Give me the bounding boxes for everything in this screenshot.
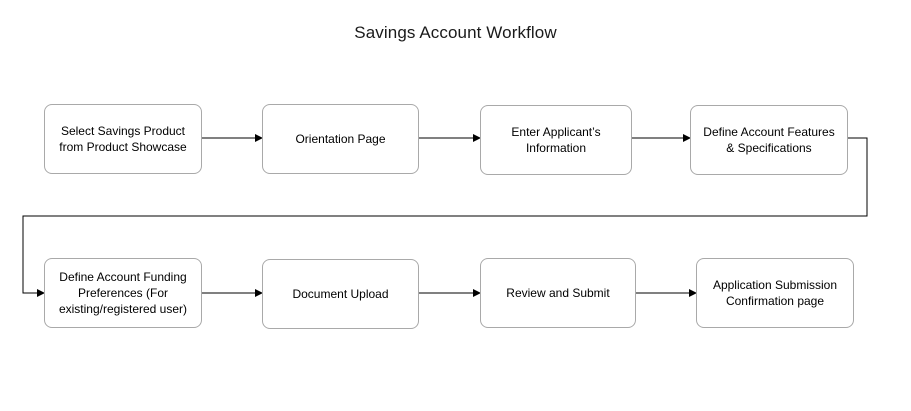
- step-enter-applicant-information: Enter Applicant’s Information: [480, 105, 632, 175]
- step-define-account-funding: Define Account Funding Preferences (For …: [44, 258, 202, 328]
- step-define-account-features: Define Account Features & Specifications: [690, 105, 848, 175]
- step-label: Define Account Features & Specifications: [703, 125, 835, 155]
- step-label: Define Account Funding Preferences (For …: [58, 270, 188, 316]
- step-orientation-page: Orientation Page: [262, 104, 419, 174]
- step-label: Select Savings Product from Product Show…: [59, 124, 187, 154]
- step-label: Enter Applicant’s Information: [511, 125, 601, 155]
- step-document-upload: Document Upload: [262, 259, 419, 329]
- step-review-and-submit: Review and Submit: [480, 258, 636, 328]
- diagram-title: Savings Account Workflow: [354, 23, 557, 42]
- step-label: Document Upload: [292, 287, 389, 301]
- step-label: Orientation Page: [295, 132, 386, 146]
- arrow-step4-to-step5: [22, 137, 868, 297]
- step-label: Application Submission Confirmation page: [712, 278, 838, 308]
- step-select-savings-product: Select Savings Product from Product Show…: [44, 104, 202, 174]
- step-label: Review and Submit: [506, 286, 610, 300]
- step-application-submission-confirmation: Application Submission Confirmation page: [696, 258, 854, 328]
